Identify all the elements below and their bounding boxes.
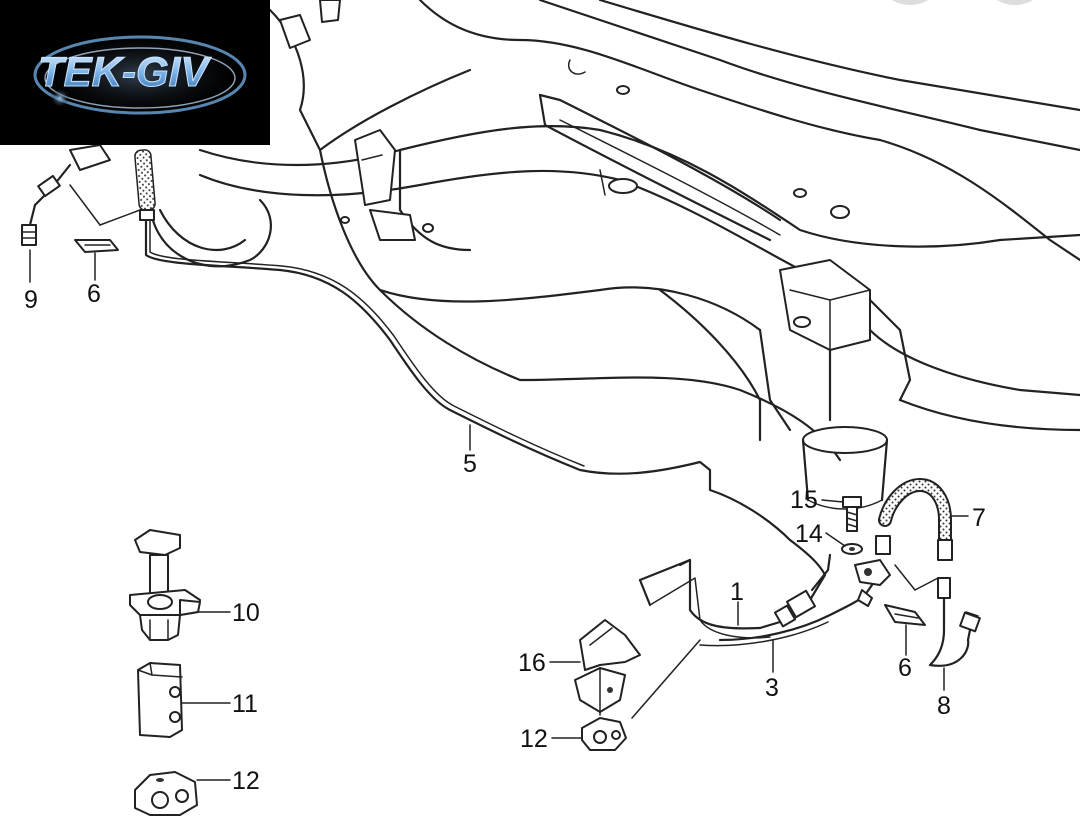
clip-6-left bbox=[74, 239, 119, 253]
bracket-hose bbox=[854, 559, 891, 607]
part-11-grommet bbox=[137, 662, 183, 738]
hose-assembly-left bbox=[21, 144, 156, 246]
subframe-outline bbox=[148, 0, 1080, 510]
part-16-bracket bbox=[574, 619, 641, 716]
tek-giv-logo: TEK-GIV bbox=[0, 0, 270, 145]
callout-14: 14 bbox=[795, 520, 823, 548]
part-12-clip-left bbox=[134, 771, 198, 816]
part-12-clip-center bbox=[581, 717, 627, 751]
callout-5: 5 bbox=[463, 450, 477, 478]
callout-6-right: 6 bbox=[898, 654, 912, 682]
leader-lines bbox=[29, 249, 969, 781]
brake-line-5 bbox=[144, 218, 827, 602]
brake-lines-1-3 bbox=[631, 553, 874, 719]
callout-15: 15 bbox=[790, 486, 818, 514]
callout-9: 9 bbox=[24, 286, 38, 314]
callout-6-left: 6 bbox=[87, 280, 101, 308]
hose-7 bbox=[875, 477, 953, 591]
callout-1: 1 bbox=[730, 578, 744, 606]
logo-text: TEK-GIV bbox=[38, 48, 211, 95]
callout-12-center: 12 bbox=[520, 725, 548, 753]
clip-6-right bbox=[884, 604, 926, 626]
callout-16: 16 bbox=[518, 649, 546, 677]
callout-12-left: 12 bbox=[232, 767, 260, 795]
washer-14 bbox=[841, 543, 863, 555]
hose-8 bbox=[928, 577, 981, 667]
callout-10: 10 bbox=[232, 599, 260, 627]
part-10-clip bbox=[129, 529, 201, 641]
callout-3: 3 bbox=[765, 674, 779, 702]
callout-11: 11 bbox=[232, 690, 258, 718]
callout-7: 7 bbox=[972, 504, 986, 532]
bolt-15 bbox=[842, 496, 862, 532]
callout-labels: 9 6 5 15 14 7 1 3 6 8 10 11 12 16 12 bbox=[24, 280, 986, 795]
callout-8: 8 bbox=[937, 692, 951, 720]
